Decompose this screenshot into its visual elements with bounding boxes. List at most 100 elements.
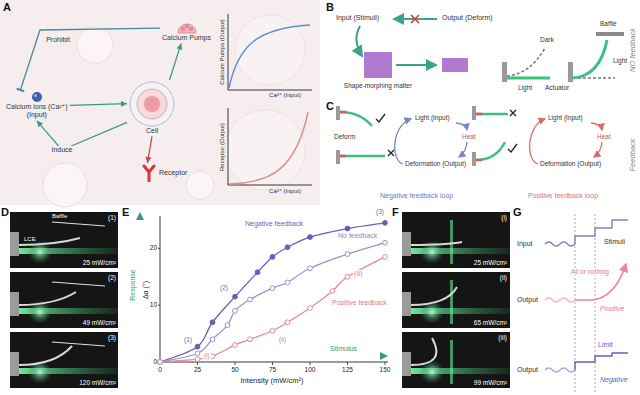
response-chart-part — [210, 320, 215, 325]
connector — [145, 136, 152, 163]
response-chart-part — [270, 328, 275, 333]
response-chart-part — [195, 351, 200, 356]
tick-label: 25 — [194, 366, 201, 373]
tick-label: 50 — [231, 366, 238, 373]
photo-frames-part — [10, 272, 118, 328]
panel-c-drawing-part — [336, 150, 340, 164]
arrow-head — [177, 43, 183, 50]
response-chart-part — [136, 212, 144, 220]
axis-title: Δα (°) — [142, 281, 150, 299]
connector — [17, 28, 160, 91]
photo-frames-part — [10, 232, 19, 256]
panel-c-drawing-part — [530, 119, 545, 164]
panel-b-drawing-part — [502, 62, 507, 82]
photo-frames — [10, 212, 510, 388]
panel-b-drawing-part — [507, 48, 545, 76]
loop-label: Heat — [462, 133, 476, 140]
response-chart-part — [385, 362, 386, 365]
photo-frames-part — [402, 332, 510, 388]
panel-g-signals-part — [545, 298, 575, 302]
axis-title: Intensity (mW/cm²) — [241, 377, 304, 386]
response-chart-part — [383, 255, 388, 260]
response-chart-part — [235, 362, 236, 365]
callout-number: (1) — [108, 214, 116, 221]
response-chart-part — [248, 297, 253, 302]
panel-c-drawing-part — [340, 112, 372, 126]
calcium-pump-node-icon-part — [184, 24, 188, 28]
connector-line — [20, 28, 160, 90]
response-chart-part — [248, 337, 253, 342]
callout-number: (iii) — [353, 270, 364, 277]
panel-c-drawing-part — [510, 110, 516, 116]
state-label: Light — [613, 57, 627, 64]
calcium-ion-node: Calcium ions (Ca²⁺)(Input) — [4, 90, 70, 121]
response-chart — [136, 212, 388, 365]
response-chart-part — [233, 308, 238, 313]
arrow-head — [145, 157, 151, 163]
photo-frames-part — [19, 346, 72, 365]
panel-letter: G — [513, 206, 522, 219]
panel-letter: E — [122, 206, 129, 219]
response-chart-part — [195, 344, 200, 349]
panel-a-background-part — [186, 171, 214, 199]
panel-c-drawing-part — [591, 123, 602, 130]
receptor-node-icon — [142, 164, 156, 182]
photo-frames-part — [10, 332, 118, 388]
photo-frames-part — [52, 342, 105, 346]
response-chart-part — [233, 294, 238, 299]
panel-letter: A — [3, 1, 11, 14]
part-label: Actuator — [545, 84, 569, 91]
arrow-head — [37, 121, 43, 128]
response-chart-part — [330, 289, 335, 294]
callout-number: (1) — [183, 336, 193, 343]
loop-label: Light (Input) — [415, 114, 450, 121]
loop-title: Positive feedback loop — [528, 192, 598, 200]
panel-b-drawing-part — [442, 58, 468, 72]
annotation: All or nothing — [570, 268, 610, 275]
tick-label: 125 — [342, 366, 353, 373]
intensity-label: 65 mW/cm² — [474, 319, 507, 326]
photo-frames-part — [402, 292, 411, 316]
response-chart-part — [158, 305, 160, 306]
response-chart-part — [383, 220, 388, 225]
panel-g-signals-part — [545, 220, 628, 246]
response-chart-part — [308, 266, 313, 271]
side-label: Feedback — [629, 139, 638, 172]
photo-frames-part — [402, 212, 510, 268]
panel-c-drawing-part — [388, 150, 394, 156]
callout-number: (ii) — [500, 274, 507, 281]
response-chart-part — [285, 245, 290, 250]
cell-node-icon — [129, 81, 175, 127]
panel-c-drawing-part — [476, 159, 482, 162]
panel-b-drawing-part — [396, 64, 436, 66]
tick-label: 0 — [158, 366, 162, 373]
response-chart-part — [383, 240, 388, 245]
panel-c-drawing-part — [340, 155, 385, 158]
node-text: Receptor — [159, 169, 187, 177]
callout-number: (2) — [108, 274, 116, 281]
panel-c-drawing-part — [476, 113, 482, 116]
panel-a-background — [0, 0, 320, 207]
loop-title: Negative feedback loop — [380, 192, 453, 200]
panel-letter: D — [1, 206, 9, 219]
signal-label: Stimuli — [604, 238, 625, 246]
panel-c-drawing-part — [476, 113, 508, 116]
response-plots-part — [228, 108, 312, 185]
edge-label: Induce — [50, 146, 73, 154]
response-chart-part — [285, 320, 290, 325]
response-chart-part — [139, 218, 142, 362]
panel-b-drawing-part — [507, 77, 550, 80]
node-text: Cell — [129, 127, 175, 135]
signal-label: Input — [517, 240, 533, 248]
part-label: Deform — [334, 133, 355, 140]
connector-line — [70, 104, 127, 106]
panel-c-drawing-part — [395, 119, 411, 164]
panel-g-signals-part — [545, 368, 575, 372]
photo-frames-part — [450, 280, 453, 324]
response-chart-part — [160, 223, 385, 362]
response-chart-part — [272, 362, 273, 365]
response-chart-part — [308, 235, 313, 240]
response-chart-part — [285, 280, 290, 285]
tick-label: 150 — [380, 366, 391, 373]
intensity-label: 99 mW/cm² — [474, 379, 507, 386]
